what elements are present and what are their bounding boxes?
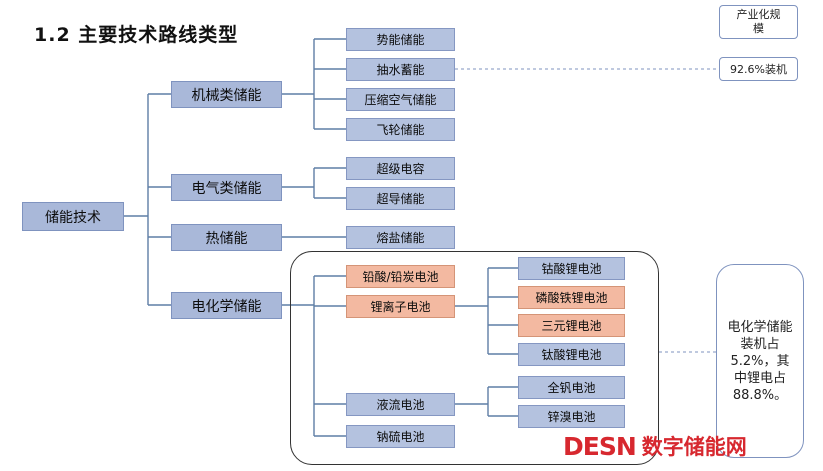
mechanical-item: 势能储能 bbox=[346, 28, 455, 51]
electrical-item: 超级电容 bbox=[346, 157, 455, 180]
thermal-item: 熔盐储能 bbox=[346, 226, 455, 249]
lithium-item: 钴酸锂电池 bbox=[518, 257, 625, 280]
pumped-storage-share-note: 92.6%装机 bbox=[719, 57, 798, 81]
flow-item: 全钒电池 bbox=[518, 376, 625, 399]
flow-item: 锌溴电池 bbox=[518, 405, 625, 428]
lithium-item: 钛酸锂电池 bbox=[518, 343, 625, 366]
mechanical-item: 压缩空气储能 bbox=[346, 88, 455, 111]
root-node: 储能技术 bbox=[22, 202, 124, 231]
electrochemical-item: 液流电池 bbox=[346, 393, 455, 416]
category-electrochemical: 电化学储能 bbox=[171, 292, 282, 319]
mechanical-item: 飞轮储能 bbox=[346, 118, 455, 141]
electrochemical-item: 钠硫电池 bbox=[346, 425, 455, 448]
lithium-item-highlight: 三元锂电池 bbox=[518, 314, 625, 337]
electrochemical-share-note: 电化学储能装机占5.2%，其中锂电占88.8%。 bbox=[716, 264, 804, 458]
electrochemical-item-highlight: 锂离子电池 bbox=[346, 295, 455, 318]
category-mechanical: 机械类储能 bbox=[171, 81, 282, 108]
lithium-item-highlight: 磷酸铁锂电池 bbox=[518, 286, 625, 309]
watermark: DESN 数字储能网 bbox=[563, 431, 747, 461]
electrochemical-item-highlight: 铅酸/铅炭电池 bbox=[346, 265, 455, 288]
page-title: 1.2 主要技术路线类型 bbox=[34, 24, 239, 46]
category-electrical: 电气类储能 bbox=[171, 174, 282, 201]
industrial-scale-label: 产业化规模 bbox=[719, 5, 798, 39]
watermark-text: 数字储能网 bbox=[641, 435, 747, 459]
category-thermal: 热储能 bbox=[171, 224, 282, 251]
electrochemical-group-frame bbox=[290, 251, 659, 465]
electrical-item: 超导储能 bbox=[346, 187, 455, 210]
watermark-logo: DESN bbox=[563, 431, 637, 461]
mechanical-item: 抽水蓄能 bbox=[346, 58, 455, 81]
